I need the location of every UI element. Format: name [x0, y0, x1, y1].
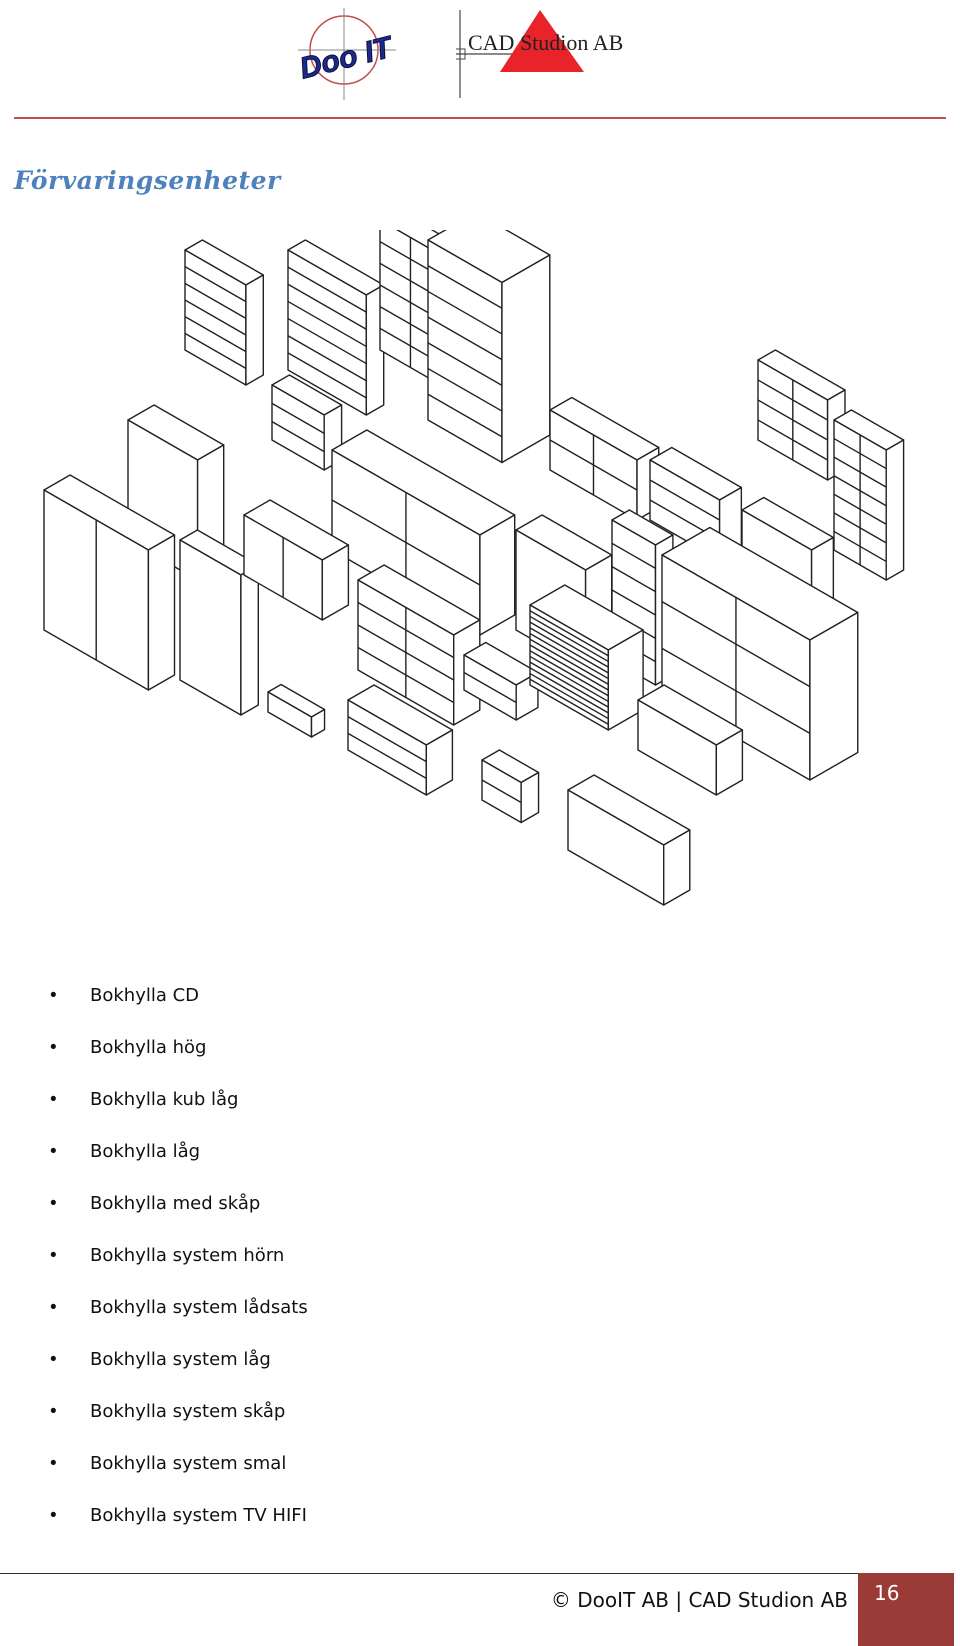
page-title: Förvaringsenheter: [14, 166, 281, 195]
tv-hifi-unit: [661, 526, 859, 781]
bullet-icon: •: [50, 985, 57, 1006]
list-item-label: Bokhylla system skåp: [90, 1401, 286, 1422]
low-bookcase: [331, 429, 516, 636]
list-item-label: Bokhylla med skåp: [90, 1193, 261, 1214]
page-header: Doo IT CAD Studion AB: [0, 0, 960, 120]
ventilated-cabinet: [529, 584, 644, 731]
list-item-label: Bokhylla CD: [90, 985, 200, 1006]
bullet-icon: •: [50, 1297, 57, 1318]
narrow-cabinet: [179, 529, 260, 716]
hutch-shelf: [757, 349, 846, 481]
low-drawer-chest: [347, 684, 454, 796]
list-item-label: Bokhylla kub låg: [90, 1089, 239, 1110]
corner-shelf: [184, 239, 265, 386]
bullet-icon: •: [50, 1141, 57, 1162]
furniture-drawing: [43, 230, 905, 906]
bullet-icon: •: [50, 1401, 57, 1422]
list-item-label: Bokhylla system hörn: [90, 1245, 285, 1266]
tall-shelf-right: [833, 409, 905, 581]
desk-unit: [243, 499, 350, 621]
header-divider: [14, 117, 946, 119]
footer-copyright: © DooIT AB | CAD Studion AB: [550, 1588, 848, 1612]
bedside-unit: [481, 749, 540, 824]
list-item-label: Bokhylla system smal: [90, 1453, 287, 1474]
bullet-icon: •: [50, 1453, 57, 1474]
bullet-icon: •: [50, 1349, 57, 1370]
page-number-box: 16: [858, 1573, 954, 1646]
bullet-icon: •: [50, 1245, 57, 1266]
bullet-icon: •: [50, 1505, 57, 1526]
low-shelf: [549, 396, 660, 521]
list-item-label: Bokhylla låg: [90, 1141, 201, 1162]
drawer-unit: [271, 374, 343, 471]
desk: [567, 774, 691, 906]
bullet-icon: •: [50, 1193, 57, 1214]
cad-studion-logo: CAD Studion AB: [456, 10, 623, 98]
tall-bookcase: [427, 230, 551, 464]
bullet-icon: •: [50, 1089, 57, 1110]
bullet-icon: •: [50, 1037, 57, 1058]
list-item-label: Bokhylla system TV HIFI: [90, 1505, 307, 1526]
list-item-label: Bokhylla hög: [90, 1037, 207, 1058]
footer-divider: [0, 1573, 858, 1574]
shelf-unit: [287, 239, 385, 416]
list-item-label: Bokhylla system lådsats: [90, 1297, 308, 1318]
dooit-logo: Doo IT: [296, 8, 398, 100]
cad-logo-text: CAD Studion AB: [468, 30, 623, 55]
list-item-label: Bokhylla system låg: [90, 1349, 271, 1370]
page-number: 16: [874, 1581, 900, 1605]
double-door-cabinet: [43, 474, 176, 691]
small-bench: [267, 683, 326, 738]
low-table: [637, 684, 744, 796]
